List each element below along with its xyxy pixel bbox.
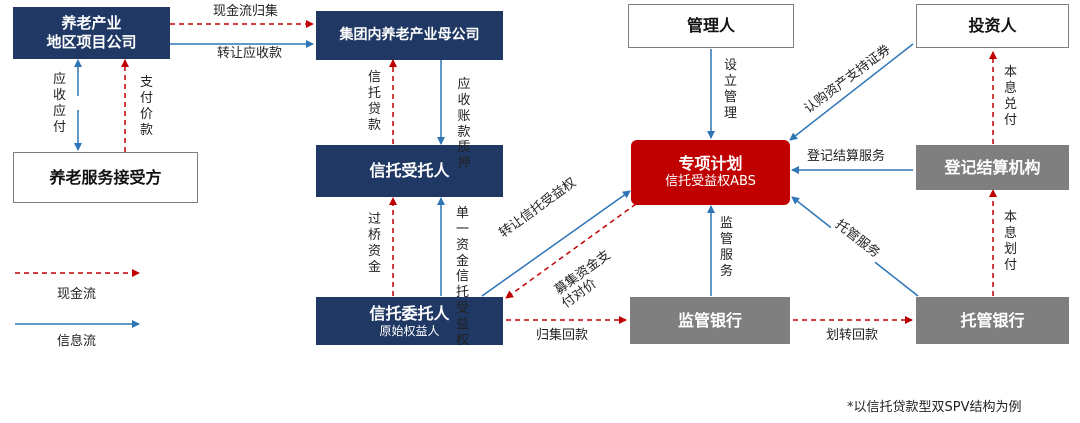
label-payment: 支付价款: [139, 75, 153, 138]
node-investor: 投资人: [916, 4, 1069, 48]
label-collect-repay: 归集回款: [536, 328, 589, 343]
node-manager-label: 管理人: [686, 16, 735, 35]
label-receivables-pledge: 应收账款质押: [457, 77, 471, 172]
label-supervision-service: 监管服务: [719, 216, 733, 279]
node-supervising-bank: 监管银行: [630, 297, 790, 344]
node-elderly-project-company: 养老产业 地区项目公司: [13, 7, 170, 59]
info-flow-subscribe: [789, 43, 914, 141]
label-receivables: 应收应付: [52, 72, 66, 135]
label-bridge-funds: 过桥资金: [367, 212, 381, 275]
label-cash-collection: 现金流归集: [213, 4, 279, 19]
info-flow-transfer-trust-right: [481, 190, 631, 297]
node-special-plan-sub: 信托受益权ABS: [665, 174, 756, 190]
node-registry-label: 登记结算机构: [944, 157, 1041, 177]
node-trust-settlor-label: 信托委托人: [369, 303, 450, 323]
label-establish-manage: 设立管理: [723, 58, 737, 121]
node-special-plan: 专项计划 信托受益权ABS: [631, 140, 790, 205]
node-custodian-bank-label: 托管银行: [960, 310, 1025, 330]
label-transfer-repay: 划转回款: [826, 328, 879, 343]
node-service-receiver: 养老服务接受方: [13, 152, 198, 203]
node-trust-settlor: 信托委托人 原始权益人: [316, 297, 503, 345]
legend-cash-flow-label: 现金流: [57, 287, 97, 302]
node-supervising-bank-label: 监管银行: [677, 310, 742, 330]
node-special-plan-label: 专项计划: [678, 154, 743, 174]
node-manager: 管理人: [628, 4, 794, 48]
node-registry: 登记结算机构: [916, 145, 1069, 190]
label-trust-loan: 信托贷款: [367, 70, 381, 133]
node-trust-trustee-label: 信托受托人: [369, 161, 450, 180]
label-single-fund-trust-right: 单一资金信托受益权: [455, 206, 469, 348]
node-investor-label: 投资人: [968, 16, 1017, 35]
node-trust-settlor-sub: 原始权益人: [379, 323, 440, 338]
node-trust-trustee: 信托受托人: [316, 145, 503, 197]
footnote: *以信托贷款型双SPV结构为例: [847, 400, 1022, 415]
node-service-receiver-label: 养老服务接受方: [49, 167, 162, 187]
node-group-parent: 集团内养老产业母公司: [316, 11, 503, 60]
label-registry-service: 登记结算服务: [807, 149, 886, 164]
label-principal-interest-pay: 本息兑付: [1003, 65, 1017, 128]
node-custodian-bank: 托管银行: [916, 297, 1069, 344]
node-group-parent-label: 集团内养老产业母公司: [339, 26, 480, 43]
label-transfer-receivables: 转让应收款: [217, 46, 283, 61]
legend-info-flow-label: 信息流: [57, 334, 97, 349]
label-principal-interest-transfer: 本息划付: [1003, 210, 1017, 273]
